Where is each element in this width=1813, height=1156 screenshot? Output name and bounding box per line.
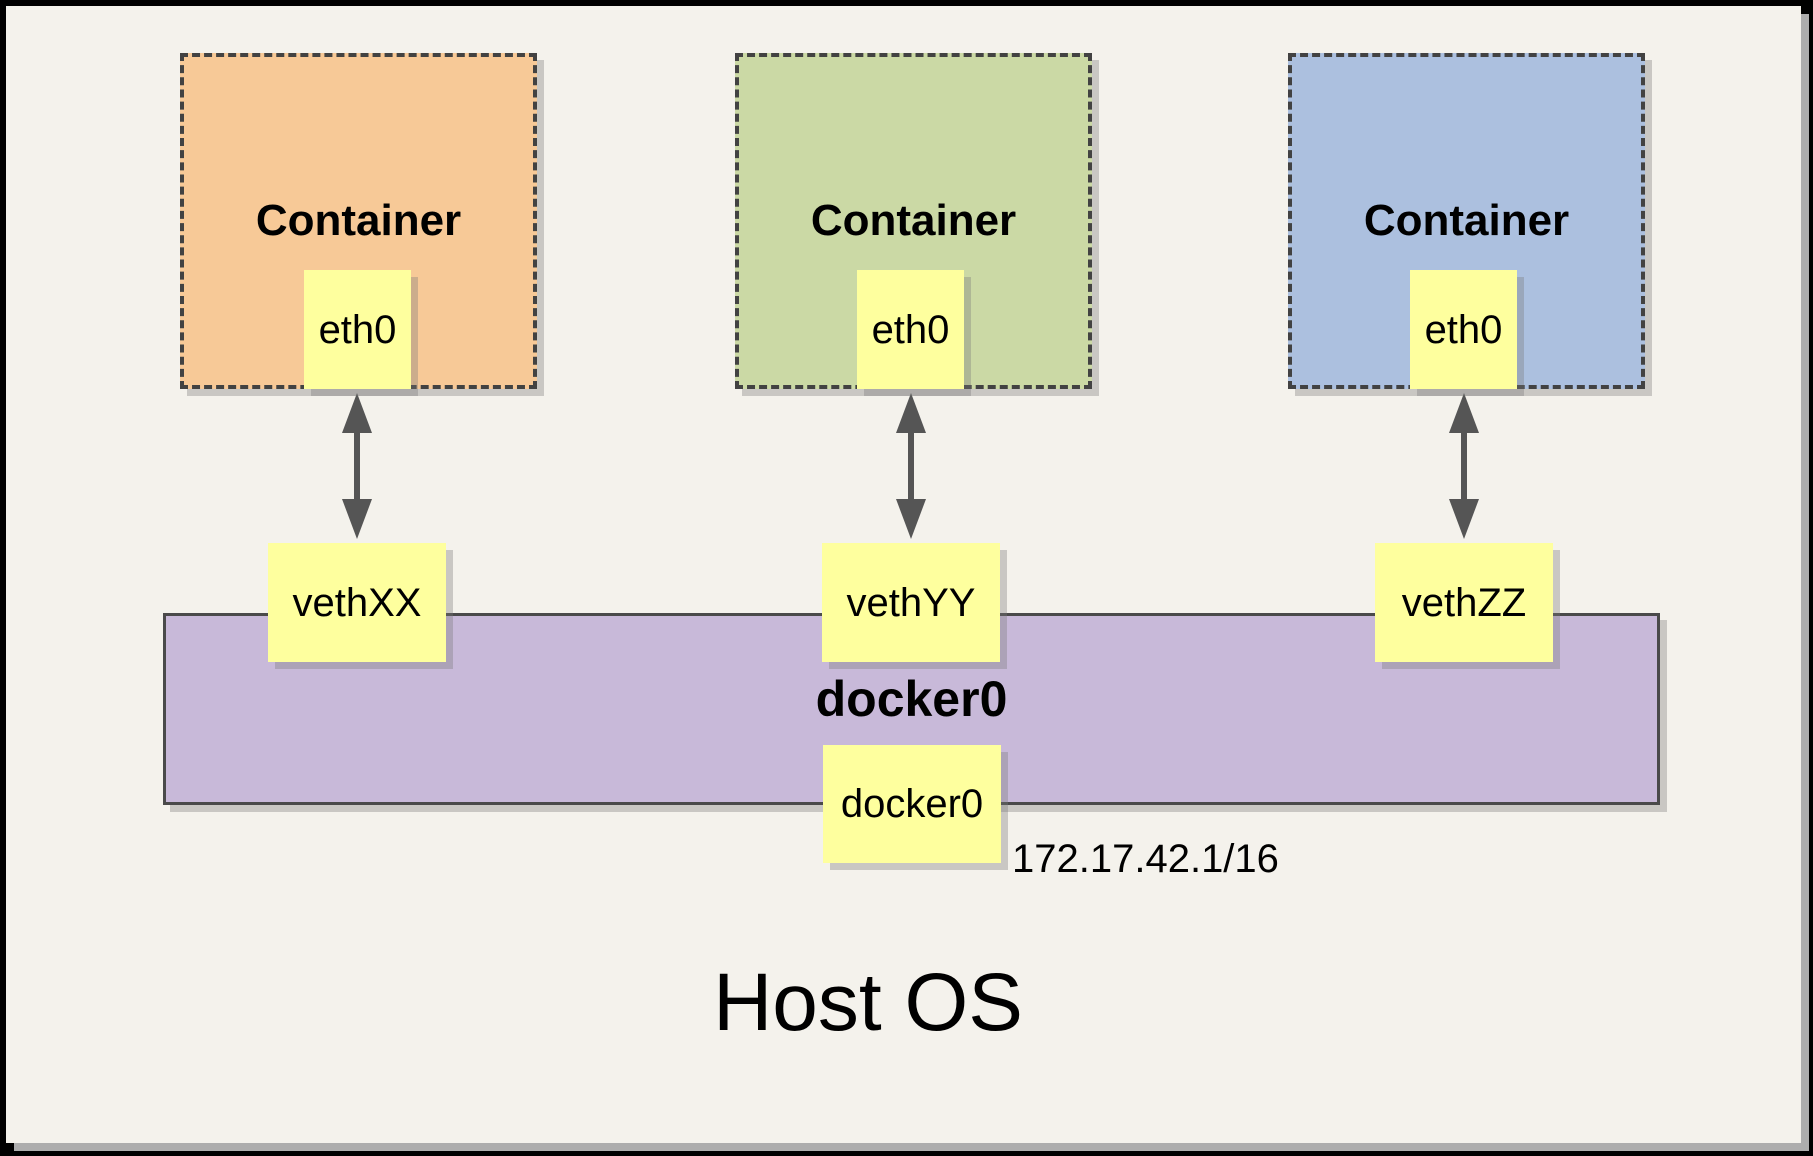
double-arrow-icon-2 — [896, 393, 926, 539]
container-label-1: Container — [255, 196, 462, 245]
bridge-ip-label: 172.17.42.1/16 — [1012, 837, 1279, 881]
double-arrow-icon-1 — [342, 393, 372, 539]
container-label-3: Container — [1363, 196, 1570, 245]
host-os-label: Host OS — [713, 957, 1023, 1048]
eth0-box-3: eth0 — [1410, 270, 1517, 389]
container-label-2: Container — [810, 196, 1017, 245]
double-arrow-icon-3 — [1449, 393, 1479, 539]
veth-box-2: vethYY — [822, 543, 1000, 662]
docker0-interface-label: docker0 — [840, 782, 984, 826]
docker0-interface-box: docker0 — [823, 745, 1001, 863]
veth-label-3: vethZZ — [1401, 580, 1527, 625]
container-box-1: Container — [180, 53, 537, 389]
eth0-label-3: eth0 — [1424, 307, 1503, 352]
eth0-box-1: eth0 — [304, 270, 411, 389]
docker0-bridge-label: docker0 — [815, 671, 1008, 727]
veth-label-1: vethXX — [292, 580, 422, 625]
veth-label-2: vethYY — [846, 580, 976, 625]
eth0-label-1: eth0 — [318, 307, 397, 352]
veth-box-3: vethZZ — [1375, 543, 1553, 662]
eth0-label-2: eth0 — [871, 307, 950, 352]
veth-box-1: vethXX — [268, 543, 446, 662]
eth0-box-2: eth0 — [857, 270, 964, 389]
